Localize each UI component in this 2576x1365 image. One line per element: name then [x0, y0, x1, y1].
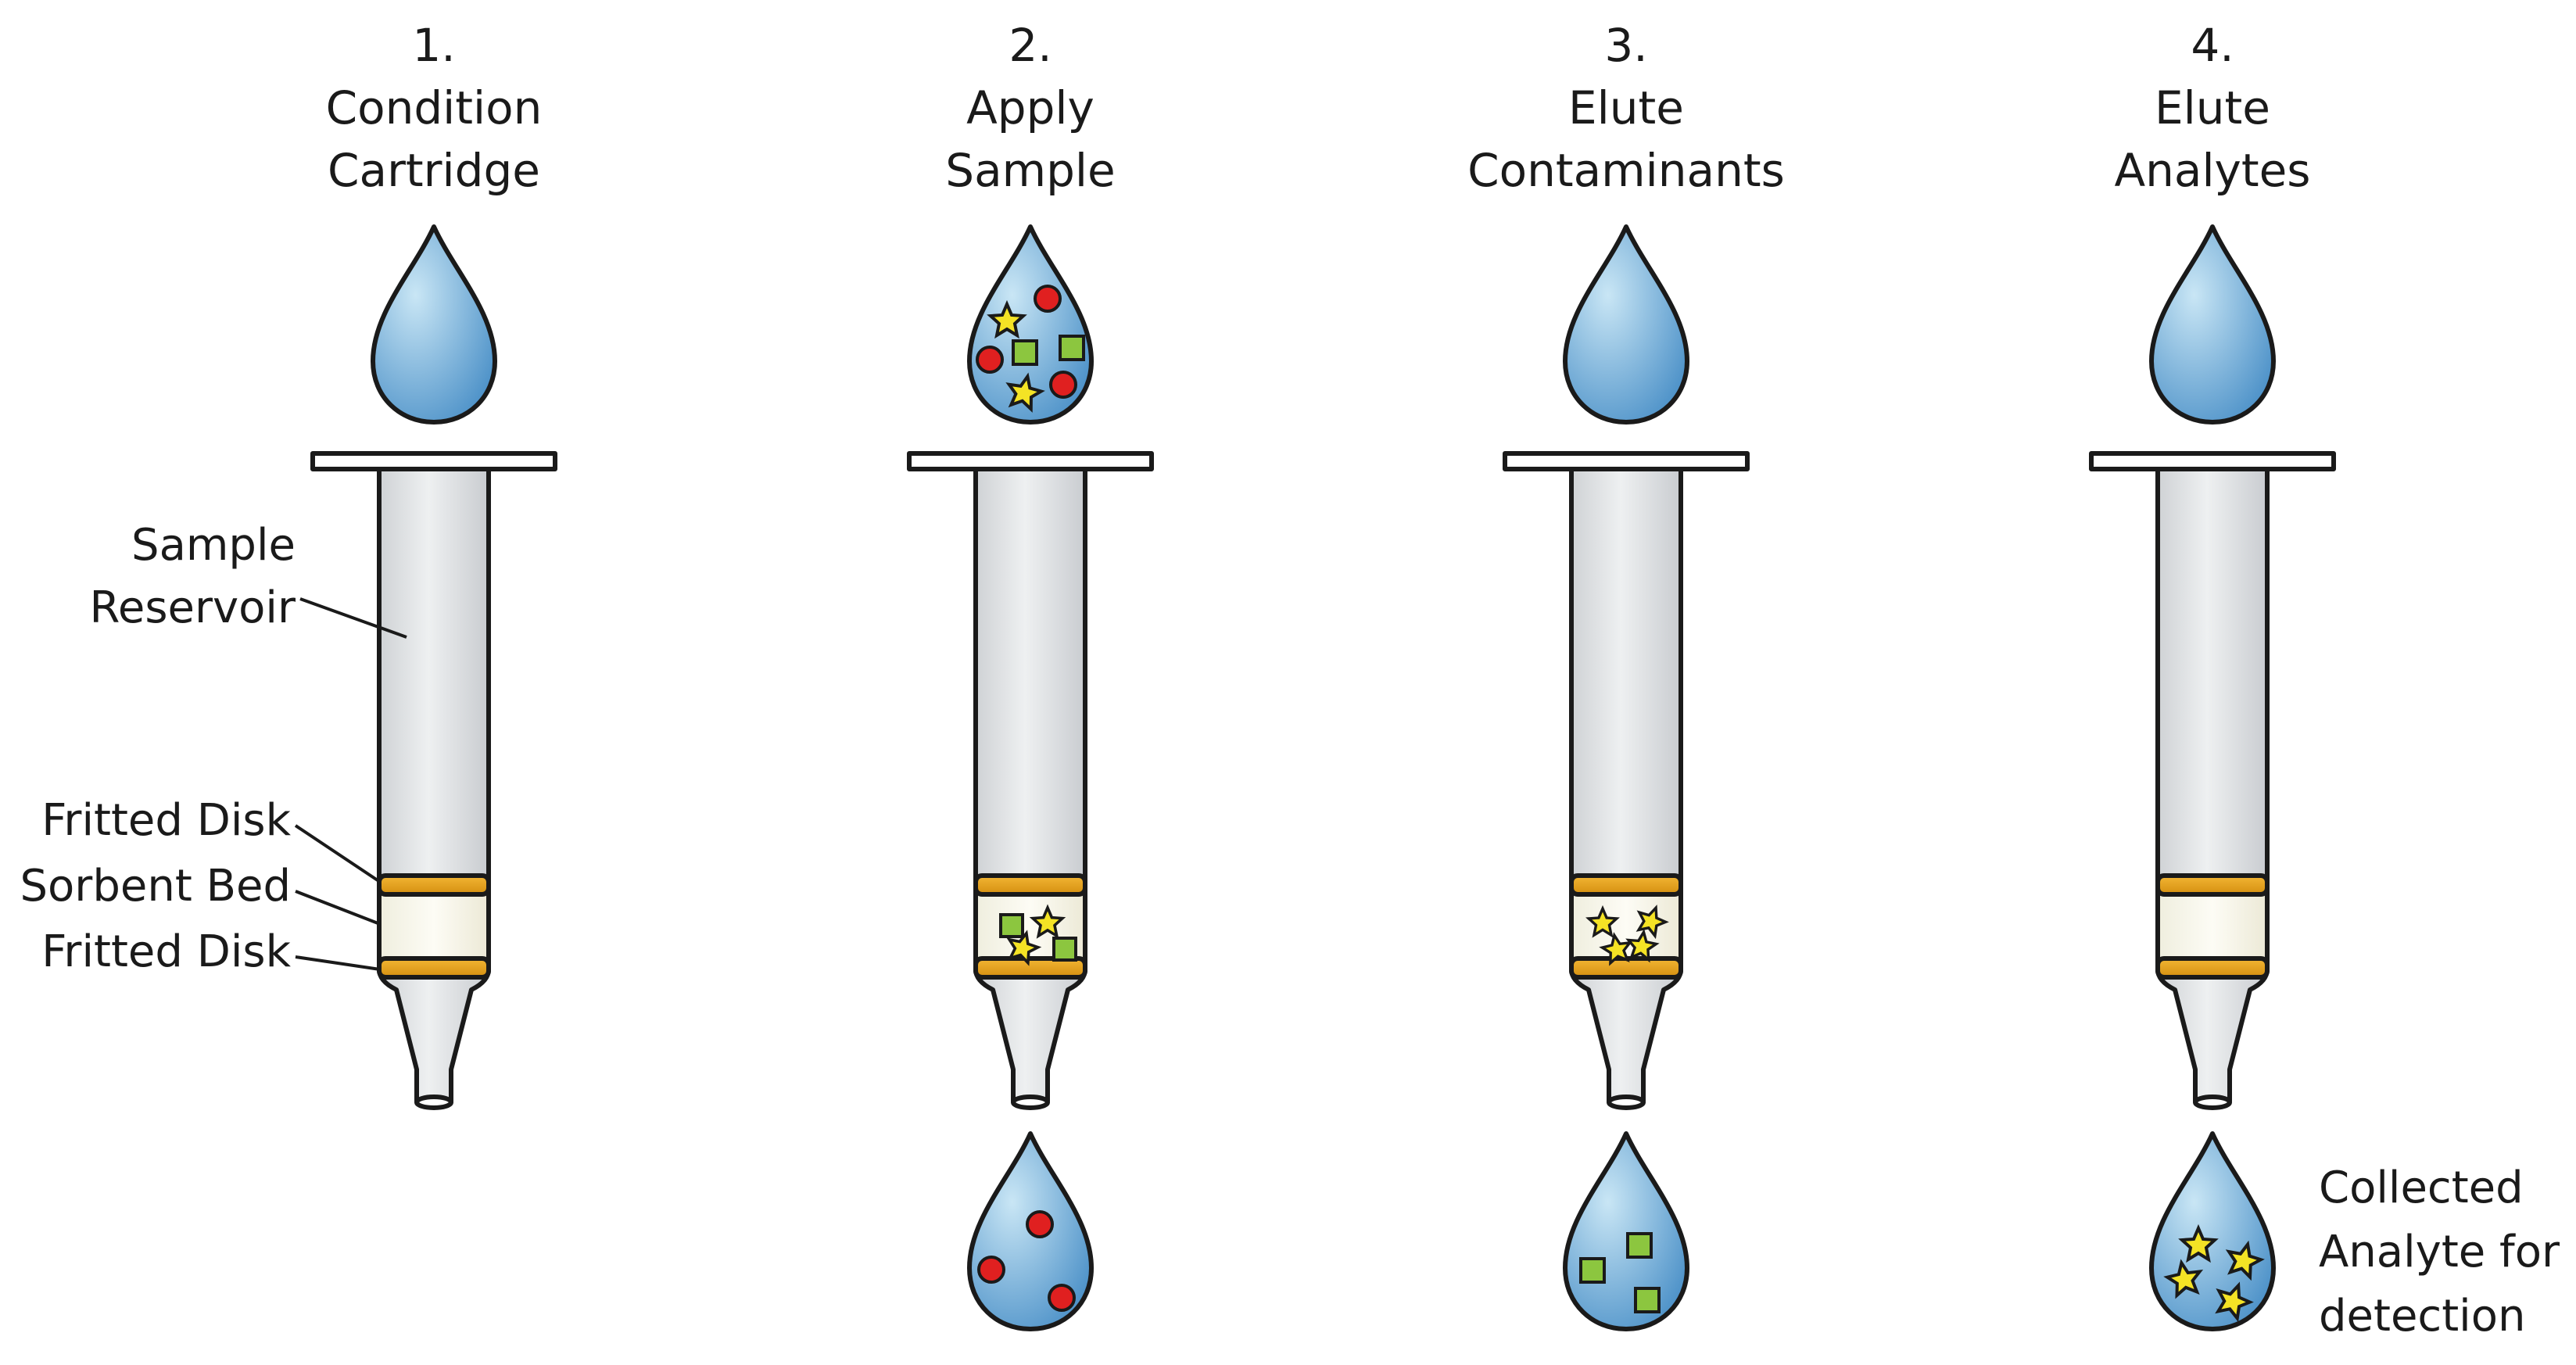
circle-icon: [1048, 1284, 1076, 1312]
label-line: Collected: [2319, 1163, 2524, 1213]
svg-text:Fritted Disk: Fritted Disk: [41, 795, 291, 846]
leader-line: [295, 890, 381, 926]
circle-icon: [977, 1256, 1005, 1284]
output-droplet-4: [2151, 1134, 2273, 1329]
step-title-line1: Apply: [966, 81, 1095, 134]
label-fritted-disk-bottom: Fritted Disk: [41, 926, 381, 977]
square-icon: [1012, 339, 1038, 366]
input-droplet-4: [2151, 227, 2273, 422]
leader-line: [294, 824, 382, 883]
output-droplet-3: [1565, 1134, 1687, 1329]
step-title-line2: Cartridge: [328, 144, 540, 197]
circle-icon: [1034, 285, 1062, 313]
spe-cartridge-2: [909, 453, 1152, 1108]
step-number: 2.: [1009, 19, 1052, 72]
step-title-2: 2. Apply Sample: [945, 19, 1115, 197]
label-sample-reservoir: Sample Reservoir: [90, 520, 407, 639]
step-title-1: 1. Condition Cartridge: [326, 19, 543, 197]
leader-line: [299, 597, 407, 639]
label-fritted-disk-top: Fritted Disk: [41, 795, 382, 883]
input-droplet-2: [969, 227, 1091, 422]
square-icon: [999, 913, 1024, 938]
label-line: Sample: [131, 520, 296, 571]
spe-cartridge-3: [1505, 453, 1747, 1108]
circle-icon: [976, 346, 1004, 374]
label-line: Analyte for: [2319, 1227, 2560, 1277]
label-line: detection: [2319, 1291, 2525, 1342]
step-title-4: 4. Elute Analytes: [2114, 19, 2310, 197]
step-title-line1: Elute: [1568, 81, 1684, 134]
label-sorbent-bed: Sorbent Bed: [20, 861, 381, 926]
step-number: 3.: [1604, 19, 1647, 72]
square-icon: [1626, 1232, 1653, 1259]
input-droplet-1: [373, 227, 495, 422]
step-title-3: 3. Elute Contaminants: [1467, 19, 1785, 197]
circle-icon: [1026, 1210, 1054, 1238]
label-line: Reservoir: [90, 582, 296, 633]
svg-text:Fritted Disk: Fritted Disk: [41, 926, 291, 977]
input-droplet-3: [1565, 227, 1687, 422]
square-icon: [1579, 1257, 1606, 1284]
square-icon: [1059, 335, 1085, 361]
step-title-line1: Elute: [2155, 81, 2270, 134]
spe-cartridge-4: [2091, 453, 2334, 1108]
step-title-line2: Sample: [945, 144, 1115, 197]
step-title-line2: Contaminants: [1467, 144, 1785, 197]
circle-icon: [1049, 371, 1077, 399]
step-title-line2: Analytes: [2114, 144, 2310, 197]
square-icon: [1634, 1287, 1661, 1313]
output-droplet-2: [969, 1134, 1091, 1329]
square-icon: [1052, 937, 1077, 962]
spe-cartridge-1: [313, 453, 555, 1108]
leader-line: [295, 955, 381, 971]
step-number: 4.: [2191, 19, 2234, 72]
step-title-line1: Condition: [326, 81, 543, 134]
label-collected-analyte: Collected Analyte for detection: [2319, 1163, 2560, 1342]
step-number: 1.: [412, 19, 455, 72]
svg-text:Sorbent Bed: Sorbent Bed: [20, 861, 292, 912]
